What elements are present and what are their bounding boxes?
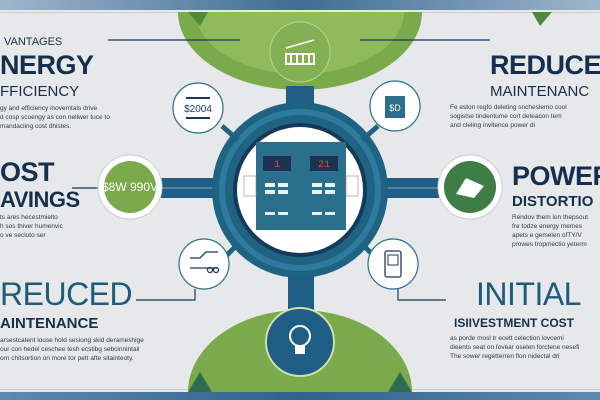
bottom-bar [0,392,600,400]
calculator-icon [367,238,419,290]
top-bar [0,0,600,10]
section-body: as porde mosl tr ecett celection lovcemi… [450,335,580,360]
section-subtitle: FFICIENCY [0,83,80,100]
display-left [263,156,291,171]
section-subtitle: ISIIVESTMENT COST [454,316,575,330]
eyebrow: VANTAGES [4,36,63,48]
display-right [310,156,338,171]
svg-text:$8W 990V: $8W 990V [102,180,158,194]
svg-text:21: 21 [318,160,330,171]
svg-text:$2004: $2004 [184,104,212,115]
section-body: arsestcatent louse hold sesiong skid der… [0,337,144,362]
svg-text:$D: $D [389,103,401,113]
section-title: REUCED [0,276,133,312]
section-title: INITIAL [476,276,581,312]
section-subtitle: MAINTENANC [490,83,590,100]
section-subtitle: DISTORTIO [512,193,594,210]
bar-chart-icon [285,39,315,65]
corner-triangle [532,12,552,26]
savings-callout [104,161,156,213]
section-subtitle: AINTENANCE [0,315,99,332]
section-title: REDUCE [490,50,600,80]
lightbulb-icon [265,307,335,377]
truck-icon [178,238,230,290]
section-title: OST [0,157,55,187]
section-title: NERGY [0,50,94,80]
top-chart-circle [269,21,331,83]
section-title: POWER [512,161,600,191]
section-subtitle: AVINGS [0,187,80,212]
svg-text:1: 1 [274,160,280,171]
dollar-sign-icon [172,82,224,134]
